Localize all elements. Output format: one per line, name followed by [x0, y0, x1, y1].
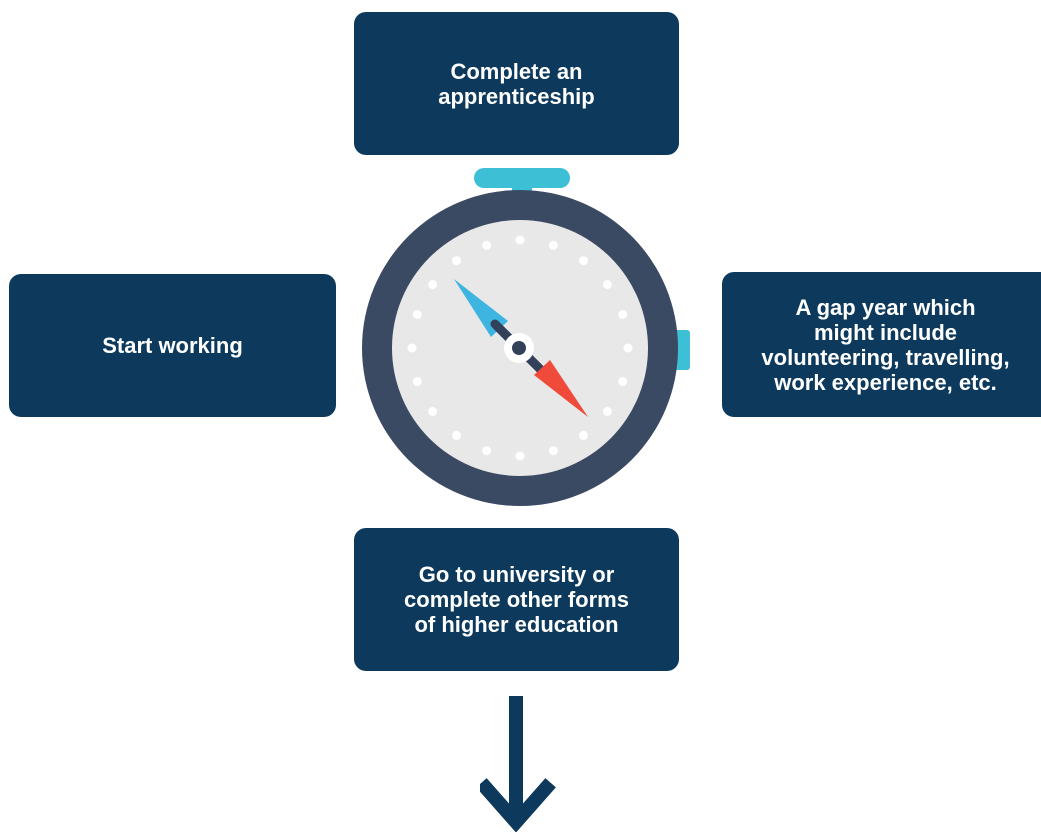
- stopwatch-tick-dots: [407, 235, 633, 461]
- arrow-down-icon: [480, 696, 556, 832]
- tick-dot: [428, 280, 438, 289]
- tick-dot: [412, 310, 422, 320]
- option-gap-year-label: A gap year which might include volunteer…: [761, 294, 1010, 395]
- compass-needle-red: [534, 360, 588, 417]
- tick-dot: [618, 310, 628, 320]
- tick-dot: [602, 280, 612, 289]
- tick-dot: [515, 451, 525, 461]
- tick-dot: [623, 343, 633, 353]
- option-gap-year-box: A gap year which might include volunteer…: [722, 272, 1041, 417]
- option-apprenticeship-box: Complete an apprenticeship: [354, 12, 679, 155]
- option-apprenticeship-label: Complete an apprenticeship: [438, 58, 595, 109]
- option-start-working-box: Start working: [9, 274, 336, 417]
- tick-dot: [407, 343, 417, 353]
- compass-hub-inner: [512, 341, 526, 355]
- tick-dot: [452, 430, 461, 440]
- tick-dot: [482, 446, 492, 456]
- tick-dot: [482, 240, 492, 250]
- tick-dot: [515, 235, 525, 245]
- option-start-working-label: Start working: [102, 333, 243, 358]
- tick-dot: [412, 376, 422, 386]
- stopwatch-compass-icon: [362, 168, 690, 506]
- option-university-label: Go to university or complete other forms…: [404, 562, 629, 637]
- tick-dot: [548, 240, 558, 250]
- tick-dot: [452, 256, 461, 266]
- tick-dot: [602, 407, 612, 416]
- stopwatch-crown: [474, 168, 570, 188]
- option-university-box: Go to university or complete other forms…: [354, 528, 679, 671]
- tick-dot: [548, 446, 558, 456]
- tick-dot: [579, 430, 588, 440]
- tick-dot: [618, 376, 628, 386]
- tick-dot: [579, 256, 588, 266]
- tick-dot: [428, 407, 438, 416]
